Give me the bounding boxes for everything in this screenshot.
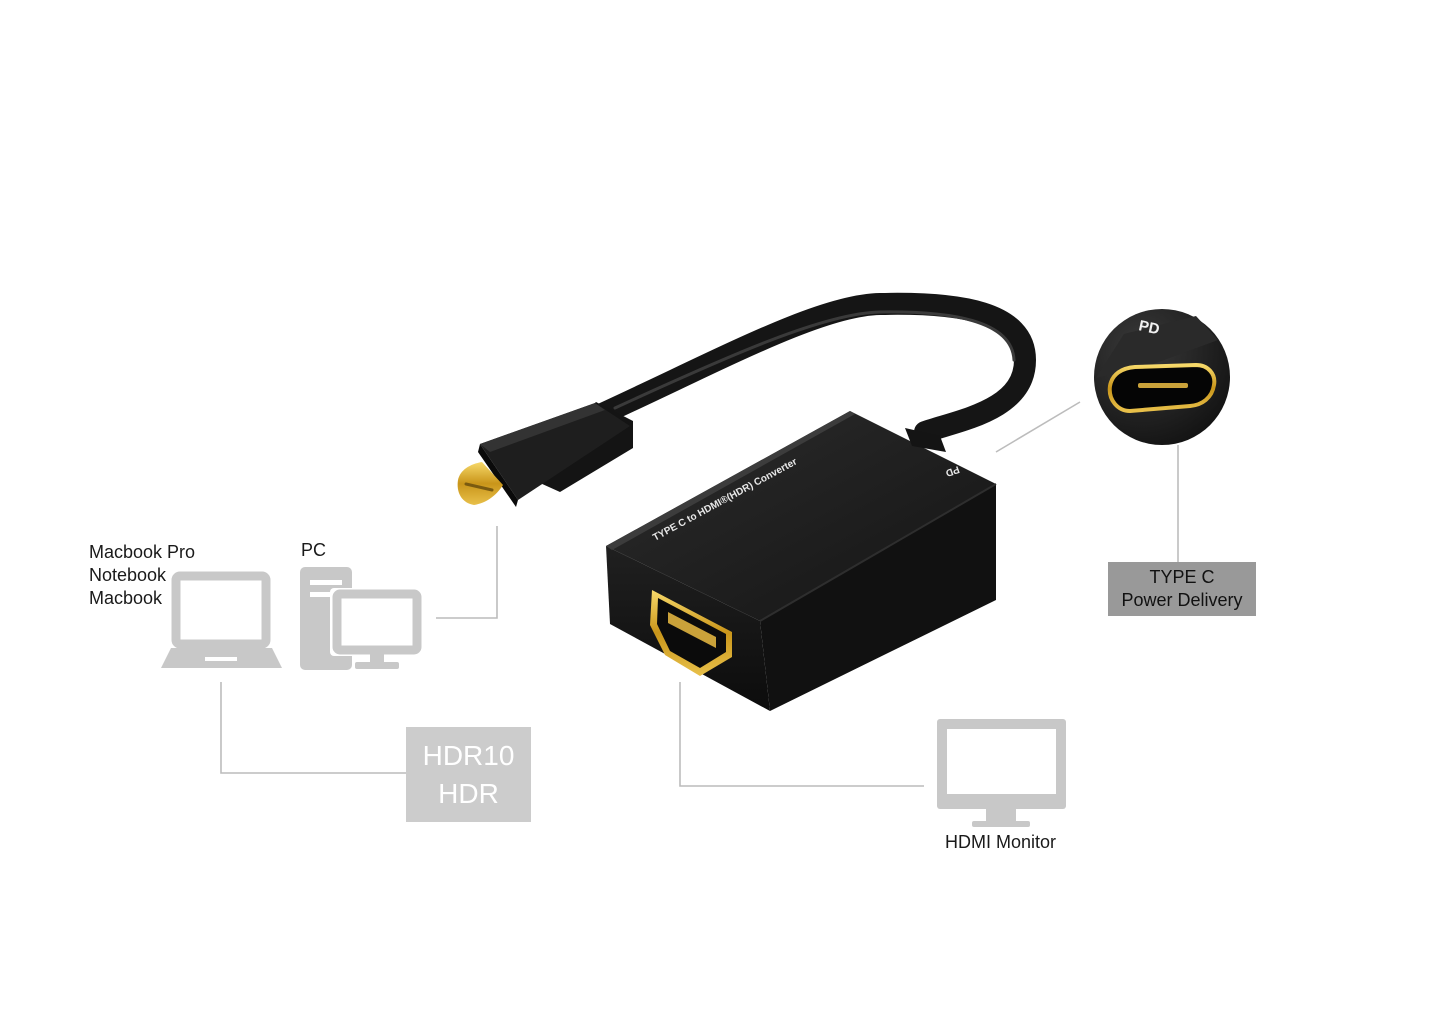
pd-closeup-mark: PD: [1137, 317, 1161, 338]
usb-c-gold-tip: [457, 462, 503, 505]
line-pd-port-to-closeup: [995, 401, 1081, 453]
converter-body: [606, 411, 997, 711]
pc-label: PC: [301, 540, 327, 560]
monitor-icon: [937, 719, 1066, 827]
hdr-box-line-1: HDR10: [422, 739, 515, 771]
laptop-devices-label: Macbook Pro Notebook Macbook: [89, 542, 196, 608]
hdr-box-line-2: HDR: [438, 777, 499, 809]
pd-box-line-1: TYPE C: [1149, 567, 1215, 587]
desktop-pc-icon: [300, 567, 424, 670]
pd-port-mark: PD: [944, 463, 961, 478]
pd-port-closeup: [1094, 309, 1230, 445]
hdmi-monitor-label: HDMI Monitor: [945, 832, 1057, 852]
adapter-cable: [589, 292, 1037, 443]
line-laptop-to-hdr: [220, 682, 406, 774]
laptop-icon: [161, 571, 282, 668]
hdmi-port: [650, 590, 732, 676]
line-hdmi-to-monitor: [679, 682, 924, 787]
line-pc-to-usbc: [436, 526, 498, 619]
power-delivery-box: TYPE C Power Delivery: [1108, 562, 1256, 616]
usb-c-plug: [457, 402, 633, 507]
hdr-support-box: HDR10 HDR: [406, 727, 531, 822]
connector-lines: [220, 401, 1179, 787]
pd-box-line-2: Power Delivery: [1121, 590, 1243, 610]
